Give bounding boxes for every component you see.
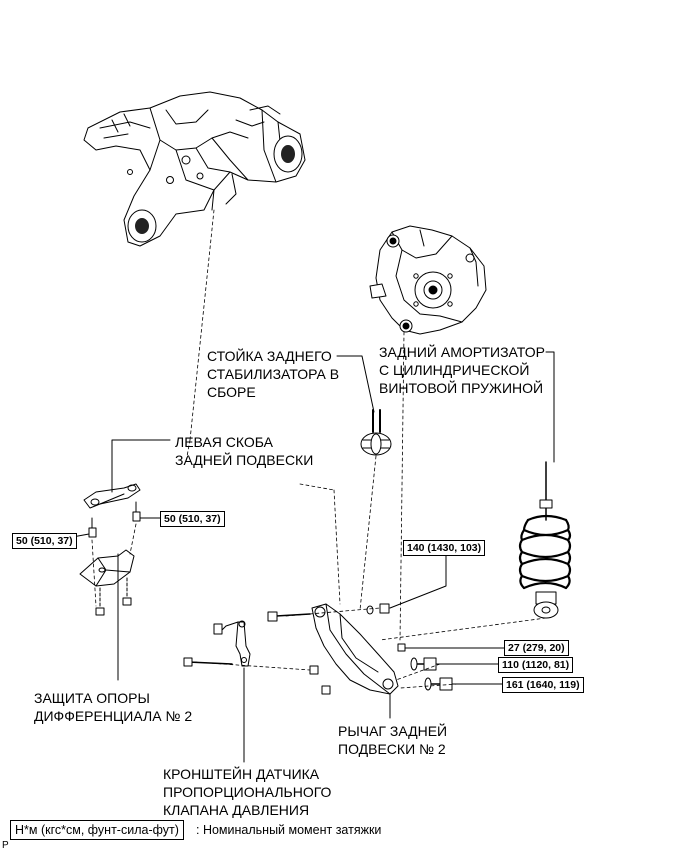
torque-box-bracket-left: 50 (510, 37) xyxy=(12,533,77,549)
differential-protection-part xyxy=(79,549,135,616)
shock-absorber-label-line-1: ЗАДНИЙ АМОРТИЗАТОР xyxy=(379,344,545,360)
sensor-bracket-label-line-1: КРОНШТЕЙН ДАТЧИКА xyxy=(163,766,320,782)
sensor-bracket-label-line-3: КЛАПАНА ДАВЛЕНИЯ xyxy=(163,802,310,818)
torque-box-arm-bolt-2: 161 (1640, 119) xyxy=(502,677,584,693)
sensor-bracket-label-line-2: ПРОПОРЦИОНАЛЬНОГО xyxy=(163,784,332,800)
stabilizer-link-label-line-2: СТАБИЛИЗАТОРА В xyxy=(207,366,340,382)
shock-absorber-label-line-2: С ЦИЛИНДРИЧЕСКОЙ xyxy=(379,362,530,378)
assembly-dashed-lines xyxy=(91,209,547,689)
diff-protection-label-line-2: ДИФФЕРЕНЦИАЛА № 2 xyxy=(34,708,193,724)
stabilizer-link xyxy=(360,409,392,456)
rear-suspension-member xyxy=(83,91,306,247)
stabilizer-link-label-line-1: СТОЙКА ЗАДНЕГО xyxy=(207,348,332,364)
torque-box-arm-nut: 27 (279, 20) xyxy=(504,640,569,656)
sensor-bracket-part xyxy=(183,620,251,667)
torque-legend-unit: Н*м (кгс*см, фунт-сила-фут) xyxy=(10,820,184,840)
shock-absorber-label-line-3: ВИНТОВОЙ ПРУЖИНОЙ xyxy=(379,380,544,396)
suspension-arm-label: РЫЧАГ ЗАДНЕЙ ПОДВЕСКИ № 2 xyxy=(338,722,447,758)
corner-mark: P xyxy=(2,840,9,851)
rear-axle-carrier xyxy=(369,225,487,335)
torque-box-arm-bolt-1: 110 (1120, 81) xyxy=(498,657,574,673)
torque-box-bracket-right: 50 (510, 37) xyxy=(160,511,225,527)
suspension-arm-part xyxy=(267,603,453,695)
torque-legend-text: : Номинальный момент затяжки xyxy=(196,823,382,837)
left-bracket-label-line-1: ЛЕВАЯ СКОБА xyxy=(175,434,273,450)
diff-protection-label: ЗАЩИТА ОПОРЫ ДИФФЕРЕНЦИАЛА № 2 xyxy=(34,689,192,725)
shock-absorber-label: ЗАДНИЙ АМОРТИЗАТОР С ЦИЛИНДРИЧЕСКОЙ ВИНТ… xyxy=(379,343,545,397)
left-bracket-label-line-2: ЗАДНЕЙ ПОДВЕСКИ xyxy=(175,452,314,468)
stabilizer-link-label-line-3: СБОРЕ xyxy=(207,384,256,400)
torque-box-arm-upper: 140 (1430, 103) xyxy=(403,540,486,556)
suspension-arm-label-line-2: ПОДВЕСКИ № 2 xyxy=(338,741,446,757)
diff-protection-label-line-1: ЗАЩИТА ОПОРЫ xyxy=(34,690,150,706)
left-bracket-label: ЛЕВАЯ СКОБА ЗАДНЕЙ ПОДВЕСКИ xyxy=(175,433,313,469)
suspension-arm-label-line-1: РЫЧАГ ЗАДНЕЙ xyxy=(338,723,448,739)
coil-spring-shock-absorber xyxy=(518,461,572,619)
left-bracket-part xyxy=(83,483,141,538)
sensor-bracket-label: КРОНШТЕЙН ДАТЧИКА ПРОПОРЦИОНАЛЬНОГО КЛАП… xyxy=(163,765,331,819)
stabilizer-link-label: СТОЙКА ЗАДНЕГО СТАБИЛИЗАТОРА В СБОРЕ xyxy=(207,347,339,401)
